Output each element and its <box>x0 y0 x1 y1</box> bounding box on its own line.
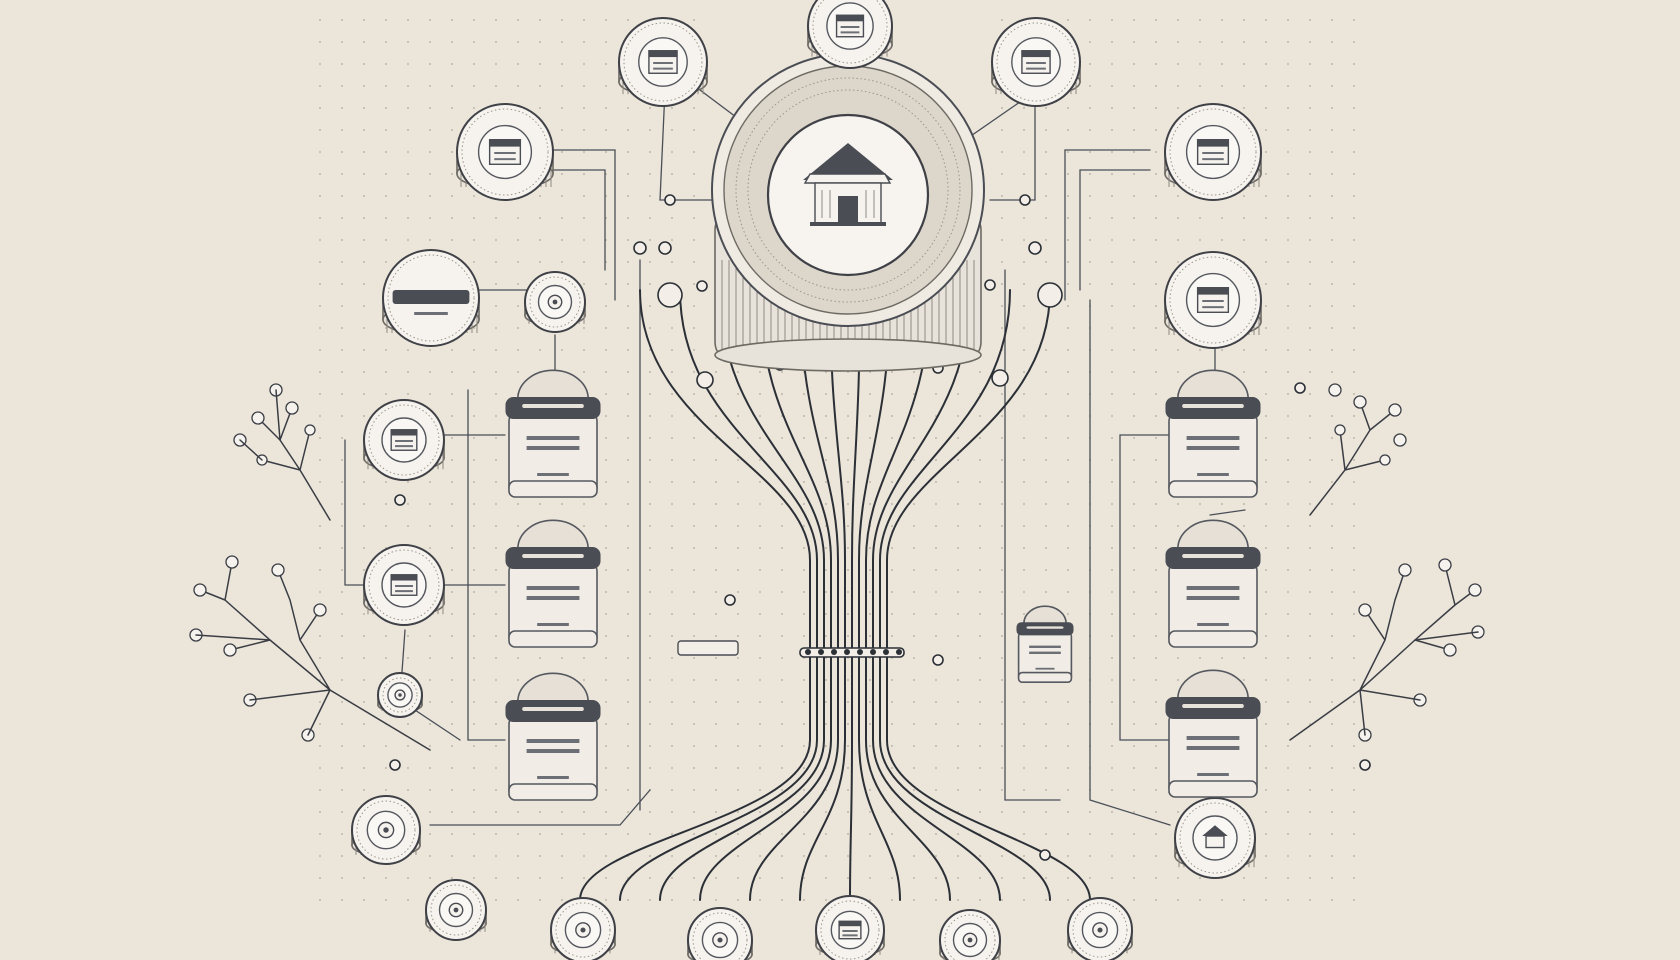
circle-icon <box>962 932 978 948</box>
node-bottom-1[interactable] <box>550 897 616 960</box>
circle-icon <box>547 294 563 310</box>
central-hub[interactable] <box>711 53 985 372</box>
card-left-3[interactable] <box>505 672 601 801</box>
house-small-icon <box>1202 825 1228 849</box>
list-icon <box>1186 436 1240 476</box>
card-right-1[interactable] <box>1165 369 1261 498</box>
node-bottom-5[interactable] <box>1067 897 1133 960</box>
node-bottom-3[interactable] <box>815 895 885 960</box>
circle-icon <box>1092 922 1108 938</box>
node-upper-left[interactable] <box>456 103 554 201</box>
list-icon <box>526 739 580 779</box>
circle-icon <box>575 922 591 938</box>
folder-image-icon <box>390 574 418 596</box>
circle-icon <box>394 689 406 701</box>
list-icon <box>1186 586 1240 626</box>
document-icon <box>838 920 862 940</box>
list-icon <box>1029 645 1061 670</box>
circle-icon <box>377 821 395 839</box>
list-icon <box>526 436 580 476</box>
card-left-2[interactable] <box>505 519 601 648</box>
floating-tag <box>677 640 739 656</box>
node-top-left[interactable] <box>618 17 708 107</box>
decorative-branches-left <box>189 383 431 751</box>
node-mid-left-small[interactable] <box>524 271 586 333</box>
connector-lines <box>344 89 1246 826</box>
card-right-3[interactable] <box>1165 669 1261 798</box>
list-icon <box>1186 736 1240 776</box>
node-bottom-left-2[interactable] <box>425 879 487 941</box>
list-document-icon <box>1196 139 1230 165</box>
book-icon <box>1196 287 1230 313</box>
briefcase-icon <box>1021 50 1051 74</box>
decorative-branches-right <box>1289 383 1485 742</box>
circle-icon <box>448 902 464 918</box>
node-bottom-left-1[interactable] <box>351 795 421 865</box>
window-grid-icon <box>648 50 678 74</box>
node-bottom-2[interactable] <box>687 907 753 960</box>
peripheral-nodes <box>351 0 1262 960</box>
folder-icon <box>390 429 418 451</box>
trunk-clamp <box>799 647 905 658</box>
node-left-2[interactable] <box>363 544 445 626</box>
node-bottom-right[interactable] <box>1174 797 1256 879</box>
card-right-2[interactable] <box>1165 519 1261 648</box>
node-top-right[interactable] <box>991 17 1081 107</box>
node-left-3[interactable] <box>377 672 423 718</box>
card-center-small[interactable] <box>1016 605 1074 683</box>
browser-window-icon <box>488 139 522 165</box>
node-left-1[interactable] <box>363 399 445 481</box>
list-cards <box>505 369 1261 801</box>
label-tag-icon <box>392 290 470 315</box>
node-upper-right[interactable] <box>1164 103 1262 201</box>
document-icon <box>835 14 865 38</box>
node-mid-right[interactable] <box>1164 251 1262 349</box>
node-bottom-4[interactable] <box>939 909 1001 960</box>
node-mid-left-label[interactable] <box>382 249 480 347</box>
hub-bottom <box>714 338 982 372</box>
circle-icon <box>712 932 728 948</box>
node-top-center[interactable] <box>807 0 893 69</box>
house-icon <box>803 143 893 226</box>
trunk-wires <box>579 289 1091 901</box>
list-icon <box>526 586 580 626</box>
card-left-1[interactable] <box>505 369 601 498</box>
